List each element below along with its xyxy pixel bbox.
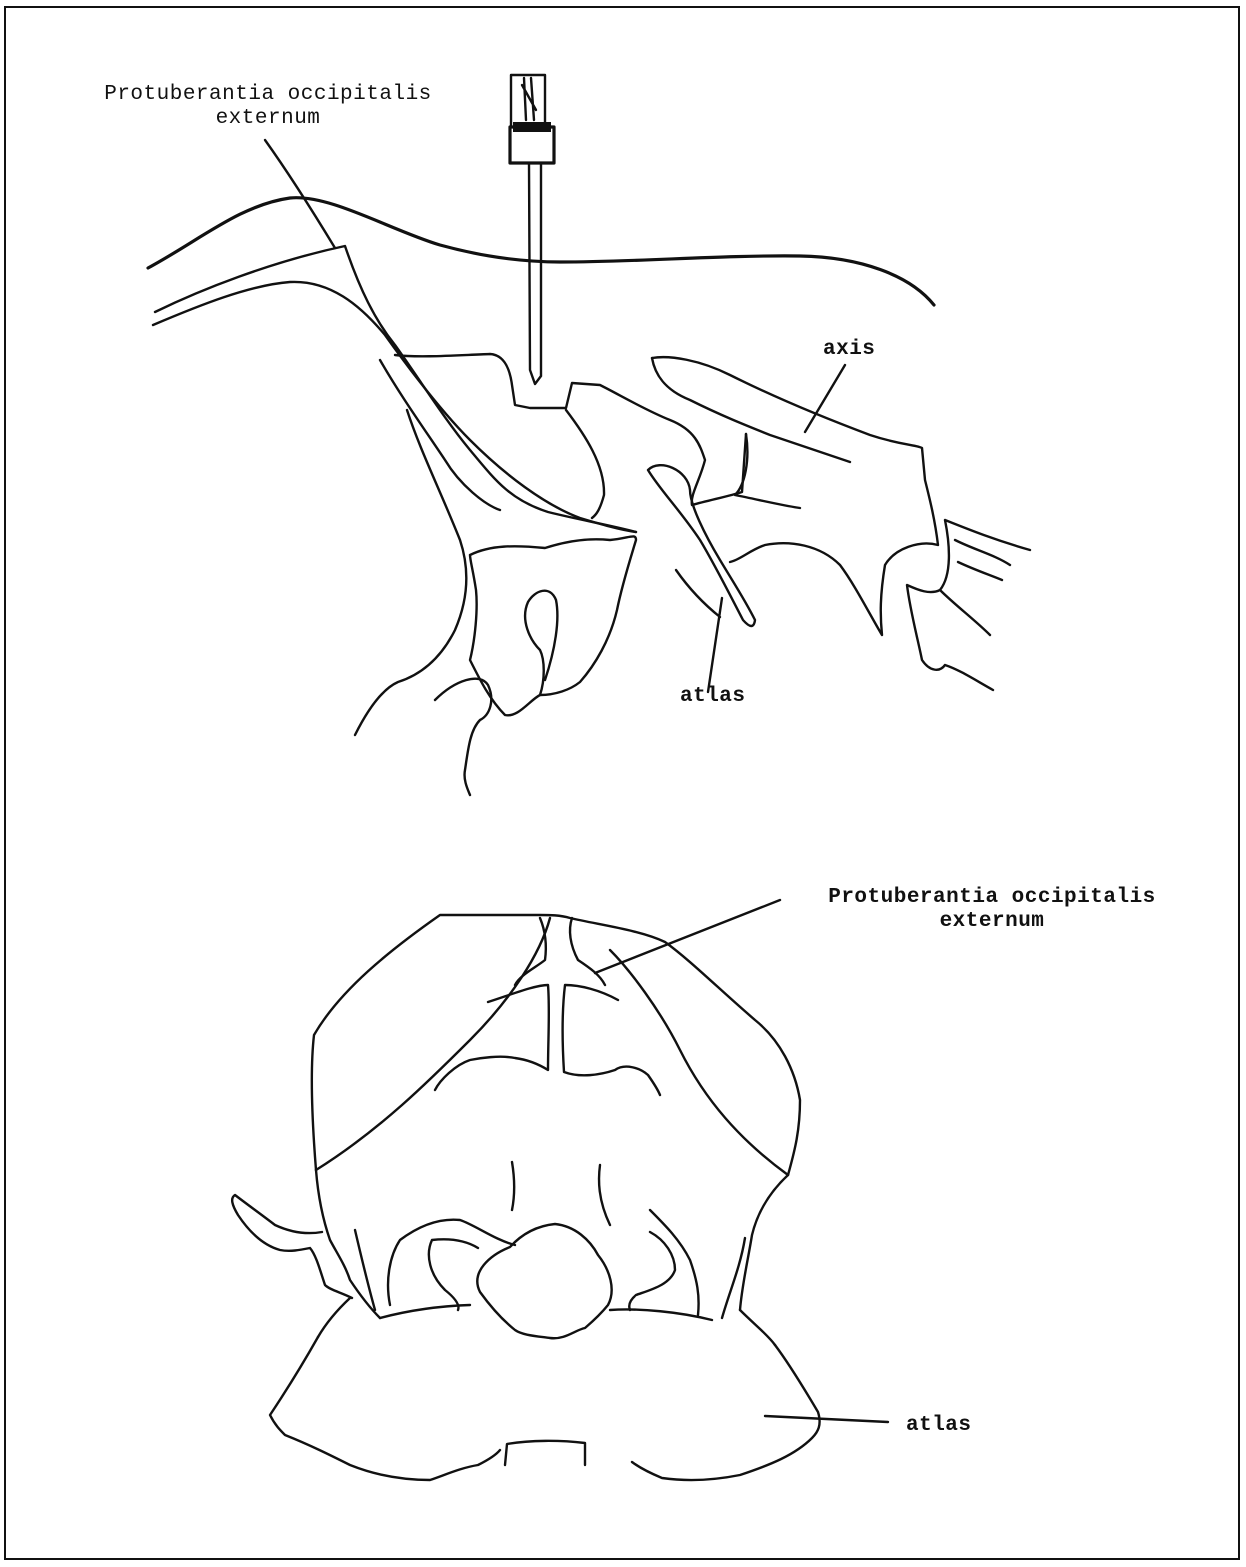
nuchal-mark-right <box>599 1165 610 1225</box>
crest-left <box>435 985 549 1090</box>
foramen-magnum <box>477 1224 611 1338</box>
label-protuberantia-bottom: Protuberantia occipitalis externum <box>782 886 1202 934</box>
leader-atlas-bottom <box>765 1416 888 1422</box>
spinal-contour <box>435 679 491 795</box>
lambdoid-right <box>610 950 788 1175</box>
skull-base <box>380 354 746 510</box>
condyle-right <box>629 1210 698 1315</box>
label-protuberantia-top-line1: Protuberantia occipitalis <box>58 83 478 107</box>
leader-protuberantia-top <box>265 140 335 248</box>
syringe-icon <box>510 75 554 384</box>
skull-outline <box>312 915 800 1175</box>
condyle <box>566 410 604 518</box>
label-atlas-top: atlas <box>680 685 746 709</box>
nuchal-mark-left <box>512 1162 514 1210</box>
c3-fragment <box>907 520 1030 690</box>
lambdoid-left <box>316 918 550 1170</box>
label-protuberantia-top: Protuberantia occipitalis externum <box>58 83 478 131</box>
label-axis: axis <box>823 338 875 362</box>
atlas-notch <box>505 1441 585 1465</box>
leader-protuberantia-bottom <box>595 900 780 973</box>
atlas-outline <box>270 1337 820 1480</box>
label-atlas-bottom: atlas <box>906 1414 972 1438</box>
label-protuberantia-bottom-line2: externum <box>782 910 1202 934</box>
atlas-process-inner <box>676 570 720 617</box>
mastoid <box>355 410 466 735</box>
crest-right <box>563 985 660 1095</box>
condyle-left <box>388 1220 515 1310</box>
occipital-outer <box>155 246 636 532</box>
atlas-arch-left <box>470 536 636 715</box>
label-protuberantia-top-line2: externum <box>58 107 478 131</box>
c3-lower <box>940 590 990 635</box>
lateral-view <box>148 75 1030 795</box>
posterior-view <box>232 900 888 1480</box>
axis-inner <box>652 358 850 462</box>
label-protuberantia-bottom-line1: Protuberantia occipitalis <box>782 886 1202 910</box>
condyle-line-left <box>355 1230 375 1310</box>
atlas-loop <box>525 591 557 695</box>
central-crest <box>515 918 605 985</box>
mastoid-right <box>740 1175 788 1310</box>
